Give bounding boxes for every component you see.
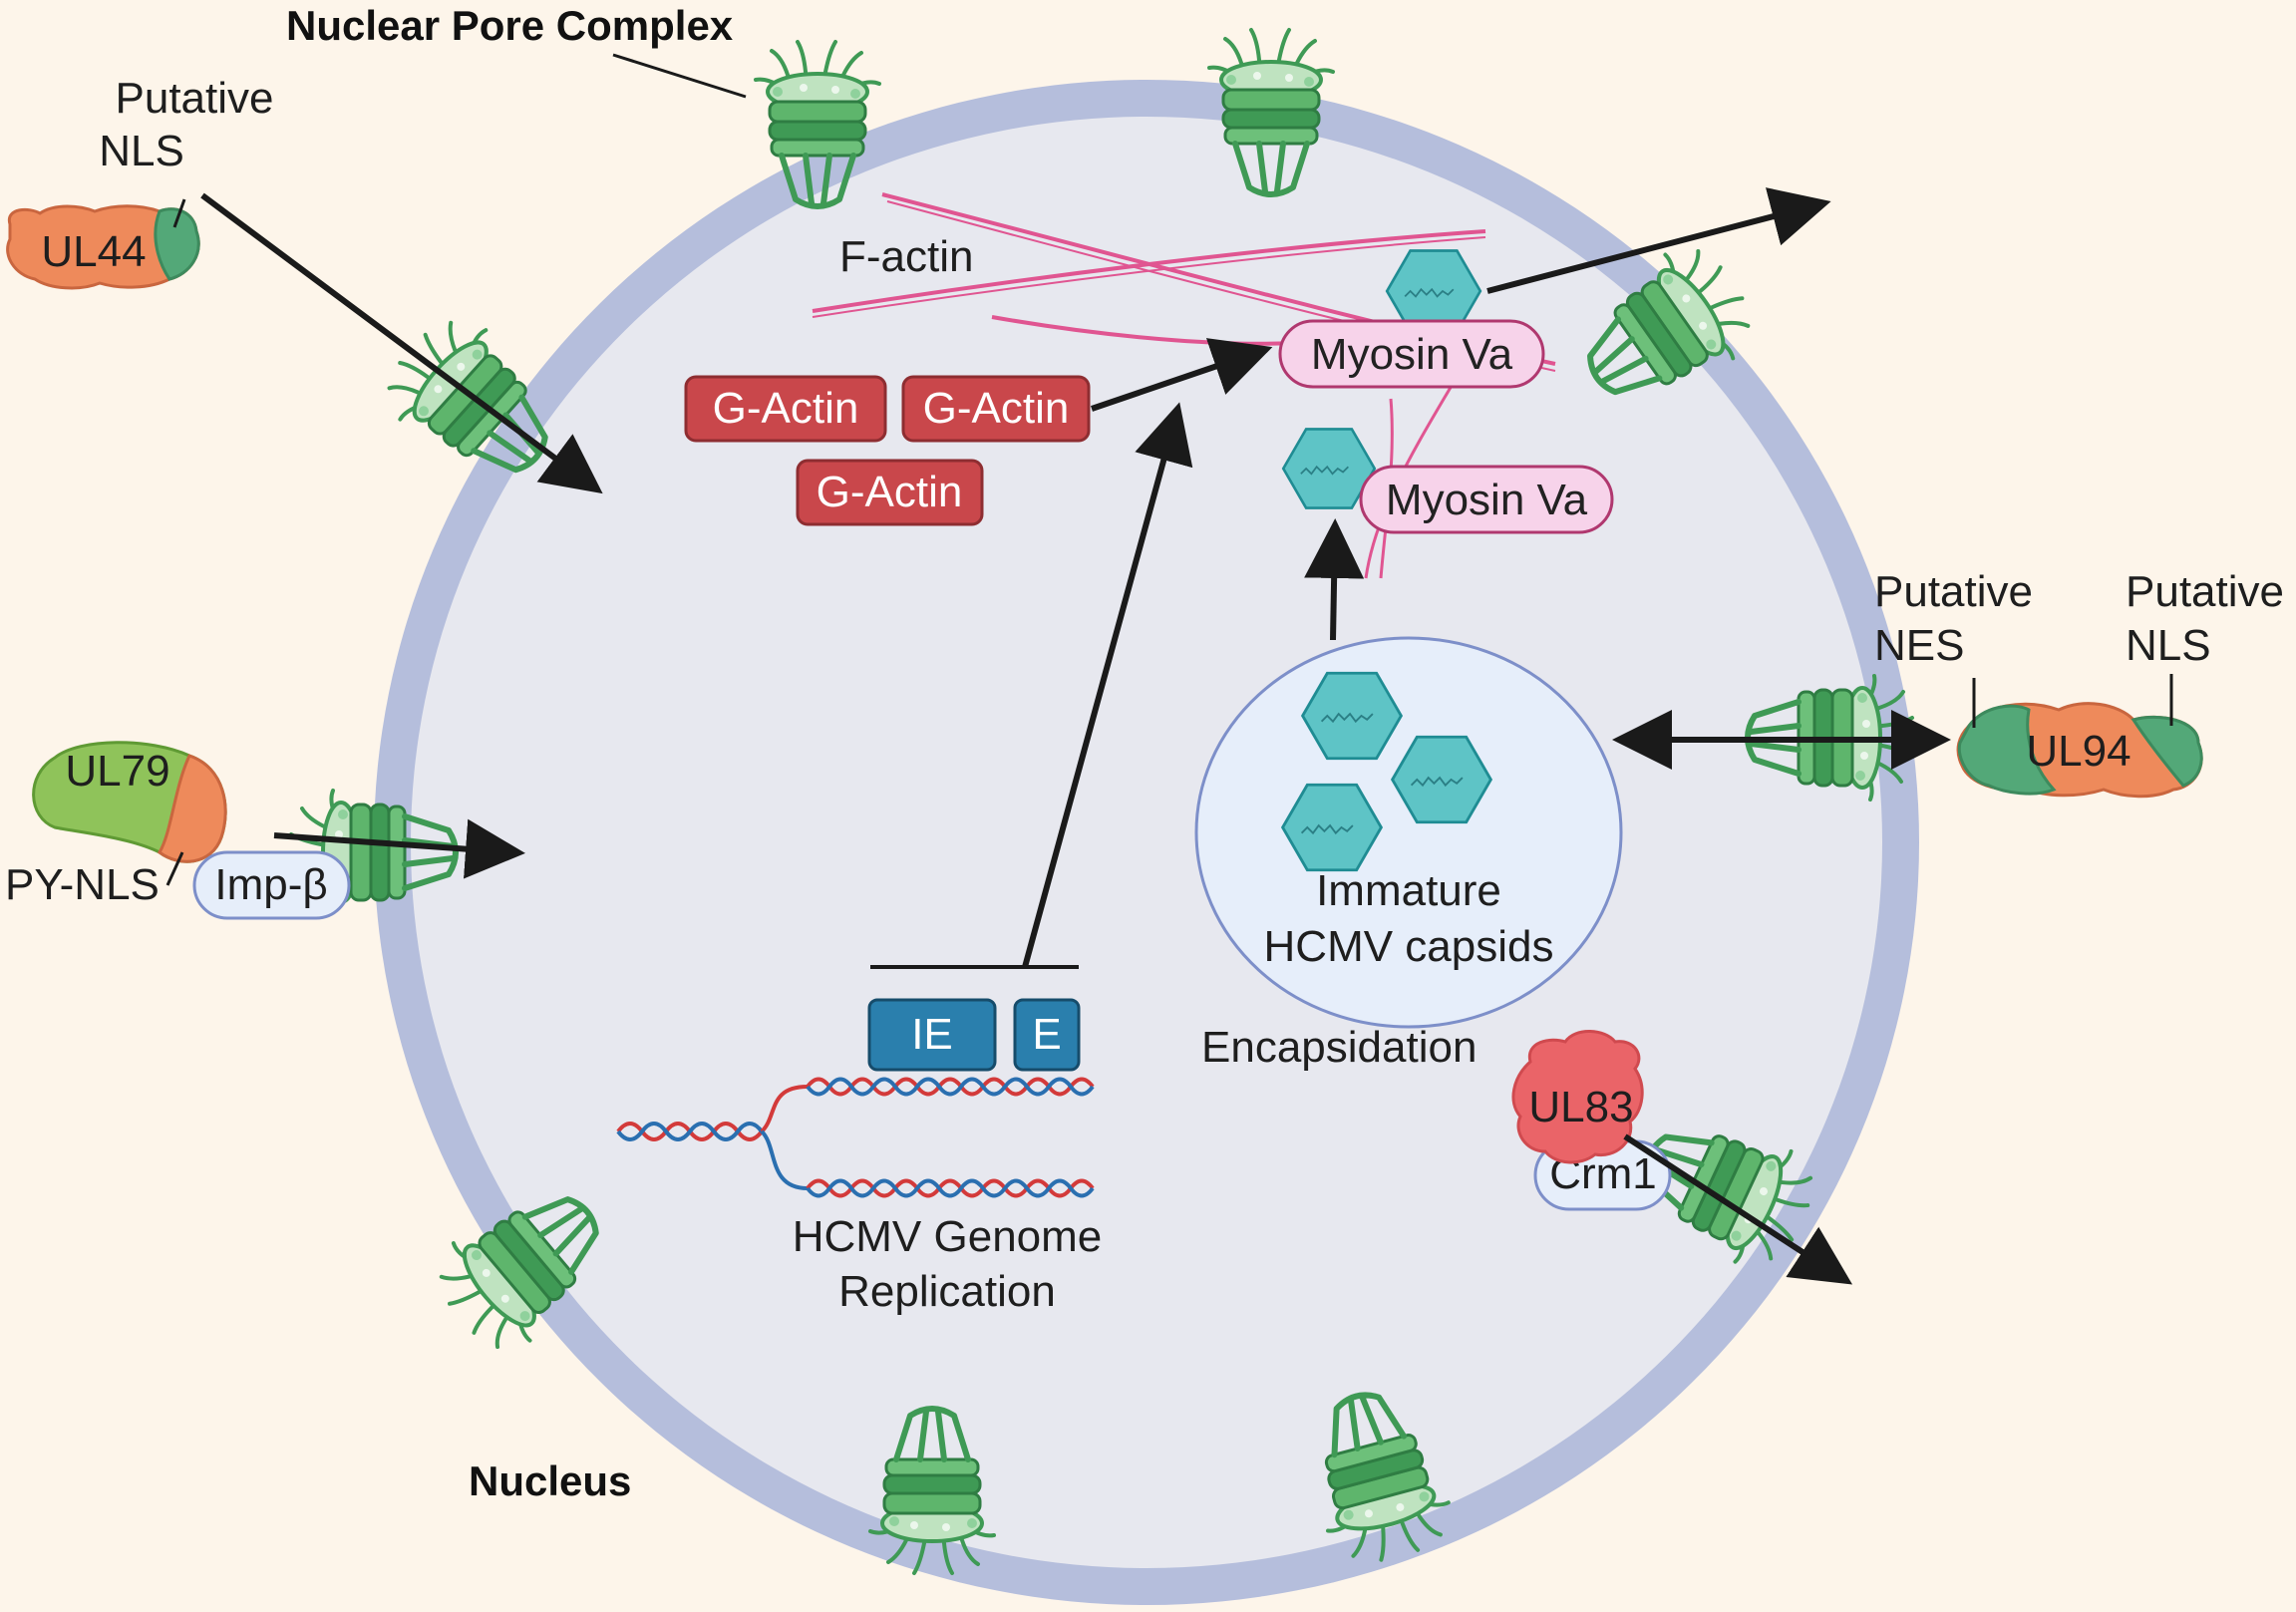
ul79-signal-leader: [165, 851, 184, 886]
ul94-nls-line1: Putative: [2126, 567, 2284, 616]
ul44-signal-leader: [172, 198, 186, 228]
nucleus-label: Nucleus: [469, 1457, 631, 1504]
arrow-capsid-export: [1486, 187, 1831, 294]
ul44-label: UL44: [41, 227, 146, 276]
g-actin-1-label: G-Actin: [713, 384, 859, 433]
ul94-protein: UL94: [1956, 702, 2203, 799]
dna-replication-fork: [616, 1077, 1095, 1198]
arrow-genome-to-actin: [1022, 402, 1193, 968]
ul94-nes-line2: NES: [1874, 621, 1964, 670]
ul94-nls-line2: NLS: [2126, 621, 2211, 670]
ul79-label: UL79: [65, 747, 169, 796]
myosin-va-2-label: Myosin Va: [1386, 476, 1588, 524]
arrow-ul44-import: [200, 192, 603, 494]
capsid-label-line1: Immature: [1316, 866, 1501, 915]
imp-beta-label: Imp-β: [214, 860, 327, 909]
genome-label-line1: HCMV Genome: [793, 1212, 1103, 1261]
e-box: E: [1013, 998, 1081, 1072]
arrow-gactin-to-myosin: [1091, 338, 1273, 412]
ie-label: IE: [911, 1010, 953, 1059]
arrow-ul79-import: [273, 818, 525, 879]
genome-label-line2: Replication: [838, 1267, 1056, 1316]
npc-title-leader: [612, 53, 747, 99]
ul44-signal-line1: Putative: [116, 74, 274, 123]
g-actin-3-label: G-Actin: [817, 468, 963, 516]
ul44-signal-line2: NLS: [99, 127, 184, 175]
myosin-va-2: Myosin Va: [1359, 465, 1614, 534]
myosin-va-1-label: Myosin Va: [1311, 330, 1513, 379]
arrow-ul83-export: [1623, 1133, 1853, 1285]
g-actin-3: G-Actin: [796, 459, 984, 526]
ul83-label: UL83: [1528, 1083, 1633, 1131]
capsid-compartment: [1194, 636, 1623, 1029]
myosin-va-1: Myosin Va: [1278, 319, 1545, 389]
ul79-protein: UL79: [32, 741, 227, 863]
encapsidation-label: Encapsidation: [1201, 1023, 1476, 1072]
ul94-label: UL94: [2026, 727, 2131, 776]
ie-box: IE: [867, 998, 997, 1072]
g-actin-2-label: G-Actin: [923, 384, 1070, 433]
ul79-signal-label: PY-NLS: [5, 860, 160, 909]
npc-title: Nuclear Pore Complex: [286, 2, 734, 49]
crm1-carrier: Crm1: [1533, 1139, 1672, 1211]
imp-beta-carrier: Imp-β: [192, 850, 351, 920]
g-actin-2: G-Actin: [901, 375, 1091, 443]
arrow-capsid-to-myosin: [1304, 518, 1365, 641]
ul44-protein: UL44: [6, 204, 200, 290]
e-label: E: [1032, 1010, 1061, 1059]
f-actin-label: F-actin: [839, 232, 973, 281]
capsid-label-line2: HCMV capsids: [1264, 922, 1554, 971]
g-actin-1: G-Actin: [684, 375, 887, 443]
ul83-protein: UL83: [1511, 1030, 1644, 1164]
ul94-nes-line1: Putative: [1874, 567, 2033, 616]
